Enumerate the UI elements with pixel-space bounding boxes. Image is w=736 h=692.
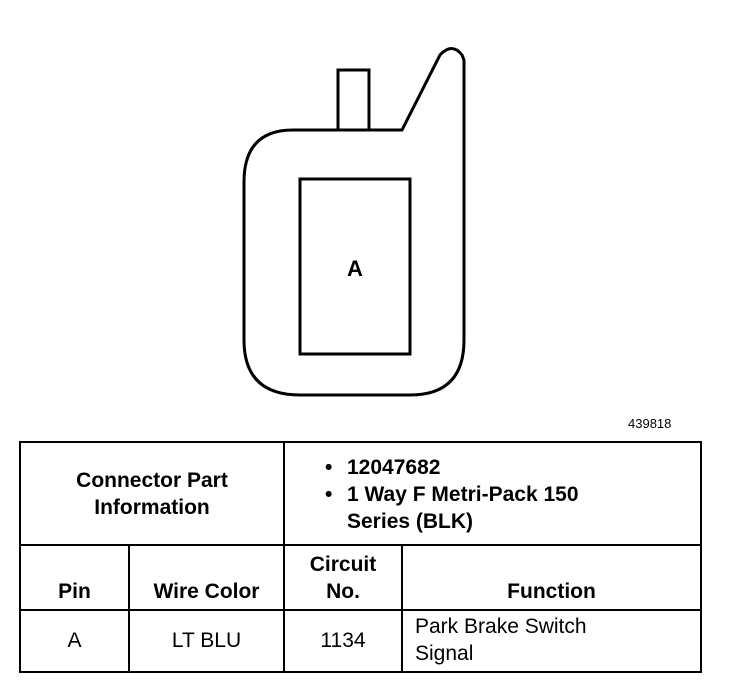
connector-diagram: A <box>242 47 466 397</box>
cell-wire-color: LT BLU <box>128 609 285 673</box>
part-info-row: Connector Part Information 12047682 1 Wa… <box>19 441 702 546</box>
header-row: Pin Wire Color Circuit No. Function <box>19 544 702 611</box>
cell-function: Park Brake Switch Signal <box>401 609 702 673</box>
col-header-pin: Pin <box>19 544 130 611</box>
figure-id: 439818 <box>628 416 672 431</box>
connector-latch <box>336 68 371 132</box>
pin-cavity-label: A <box>347 256 363 281</box>
part-number: 12047682 <box>325 454 700 481</box>
col-header-circuit: Circuit No. <box>283 544 403 611</box>
part-info-label: Connector Part Information <box>19 441 285 546</box>
col-header-wire-color: Wire Color <box>128 544 285 611</box>
cell-circuit: 1134 <box>283 609 403 673</box>
col-header-function: Function <box>401 544 702 611</box>
cell-pin: A <box>19 609 130 673</box>
part-description: 1 Way F Metri-Pack 150 Series (BLK) <box>325 481 597 535</box>
pin-cavity <box>298 177 412 356</box>
connector-info-table: Connector Part Information 12047682 1 Wa… <box>19 441 702 673</box>
table-row: A LT BLU 1134 Park Brake Switch Signal <box>19 609 702 673</box>
part-info-details: 12047682 1 Way F Metri-Pack 150 Series (… <box>283 441 702 546</box>
